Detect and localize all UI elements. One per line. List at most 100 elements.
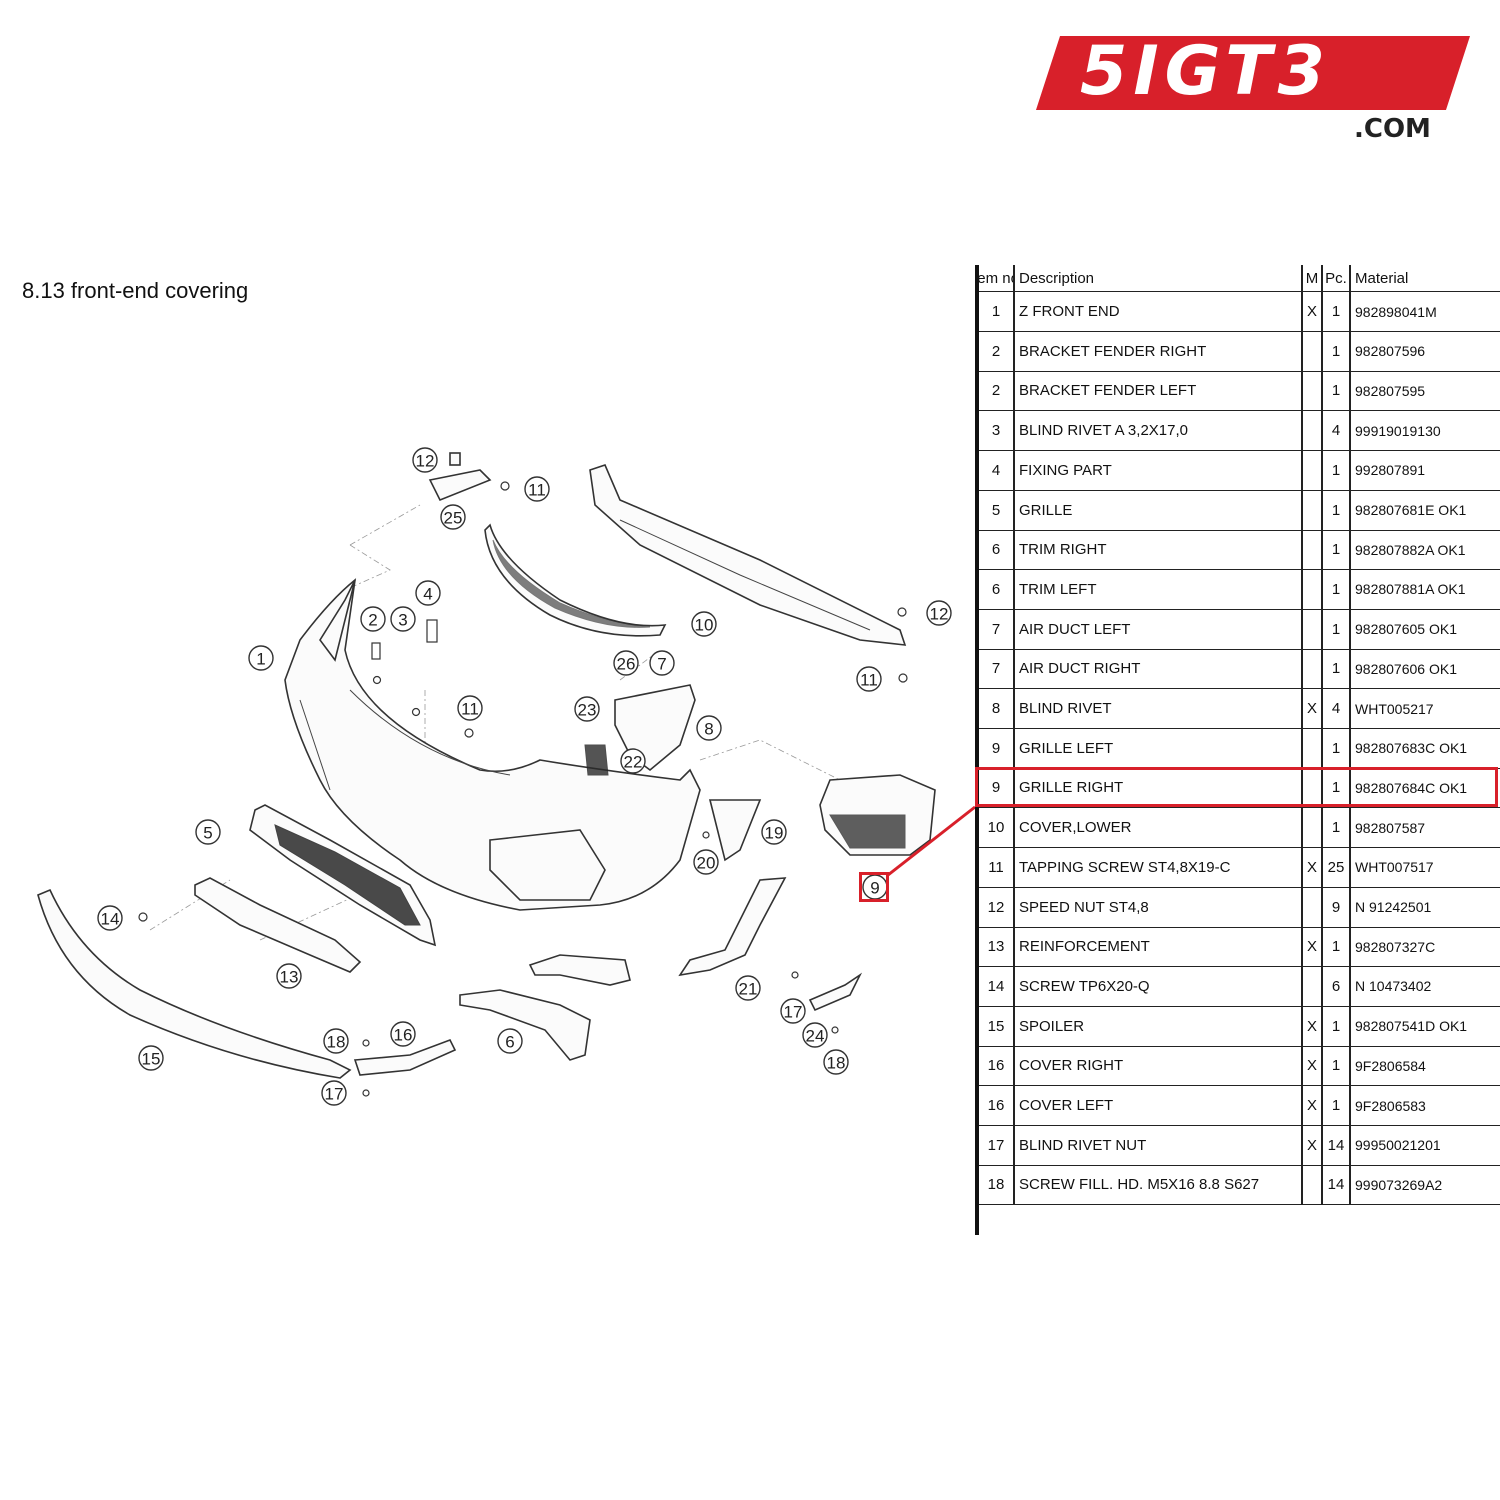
callout-circle: [97, 905, 123, 931]
cell-desc: COVER LEFT: [1019, 1097, 1114, 1114]
cell-desc: SPEED NUT ST4,8: [1019, 898, 1149, 916]
callout-4[interactable]: 4: [415, 580, 441, 606]
callout-19[interactable]: 19: [761, 819, 787, 845]
cell-no: 13: [987, 938, 1005, 956]
part-19-trim[interactable]: [708, 799, 762, 862]
callout-label: 2: [368, 611, 377, 630]
callout-20[interactable]: 20: [693, 849, 719, 875]
callout-2[interactable]: 2: [360, 606, 386, 632]
callout-circle: [248, 645, 274, 671]
callout-11[interactable]: 11: [457, 695, 483, 721]
part-13-reinforcement[interactable]: [194, 877, 362, 973]
part-air-duct-lower[interactable]: [528, 954, 631, 986]
callout-11[interactable]: 11: [524, 476, 550, 502]
cell-no: 9: [991, 739, 1001, 757]
cell-m: [1303, 888, 1321, 927]
part-15-spoiler[interactable]: [37, 888, 352, 1079]
callout-8[interactable]: 8: [696, 715, 722, 741]
callout-21[interactable]: 21: [735, 975, 761, 1001]
callout-18[interactable]: 18: [323, 1028, 349, 1054]
callout-11[interactable]: 11: [856, 666, 882, 692]
cell-pc: 9: [1331, 898, 1341, 916]
callout-17[interactable]: 17: [780, 998, 806, 1024]
callout-label: 10: [695, 616, 714, 635]
cell-pc: 1: [1331, 461, 1341, 479]
cell-desc: COVER,LOWER: [1019, 819, 1132, 837]
callout-7[interactable]: 7: [649, 650, 675, 676]
cell-material: 9F2806583: [1355, 1097, 1426, 1114]
callout-16[interactable]: 16: [390, 1021, 416, 1047]
cell-m: [1303, 649, 1321, 688]
cell-material: 982807681E OK1: [1355, 502, 1467, 518]
callout-14[interactable]: 14: [97, 905, 123, 931]
callout-6[interactable]: 6: [497, 1028, 523, 1054]
part-21-trim[interactable]: [678, 877, 787, 977]
callout-24[interactable]: 24: [802, 1022, 828, 1048]
cell-m: [1303, 491, 1321, 530]
part-16-cover[interactable]: [353, 1038, 457, 1076]
part-9-grille-right[interactable]: [819, 774, 936, 856]
callout-circle: [649, 650, 675, 676]
callout-label: 19: [765, 824, 784, 843]
callout-3[interactable]: 3: [390, 606, 416, 632]
callout-1[interactable]: 1: [248, 645, 274, 671]
part-22-small-grille[interactable]: [584, 744, 609, 776]
callout-5[interactable]: 5: [195, 819, 221, 845]
callout-circle: [574, 696, 600, 722]
part-26-upper-grille[interactable]: [484, 523, 667, 637]
callout-17[interactable]: 17: [321, 1080, 347, 1106]
cell-m: X: [1306, 303, 1317, 320]
callout-12[interactable]: 12: [926, 600, 952, 626]
callout-22[interactable]: 22: [620, 748, 646, 774]
callout-12[interactable]: 12: [412, 447, 438, 473]
cell-material: 982898041M: [1355, 303, 1437, 320]
cell-pc: 1: [1331, 779, 1341, 797]
callout-label: 25: [444, 509, 463, 528]
callout-23[interactable]: 23: [574, 696, 600, 722]
callout-13[interactable]: 13: [276, 963, 302, 989]
callout-25[interactable]: 25: [440, 504, 466, 530]
callout-26[interactable]: 26: [613, 650, 639, 676]
part-6-trim[interactable]: [459, 989, 591, 1061]
cell-m: [1303, 332, 1321, 371]
part-1-front-end[interactable]: [284, 578, 701, 911]
cell-material: 982807606 OK1: [1355, 660, 1457, 677]
part-5-grille[interactable]: [249, 804, 437, 947]
cell-desc: TRIM RIGHT: [1019, 541, 1107, 559]
part-24-cover[interactable]: [808, 972, 863, 1012]
callout-circle: [323, 1028, 349, 1054]
brand-logo[interactable]: 5IGT3 .COM: [1035, 30, 1480, 150]
callout-15[interactable]: 15: [138, 1045, 164, 1071]
cell-pc: 1: [1331, 739, 1341, 757]
callout-18[interactable]: 18: [823, 1049, 849, 1075]
highlighted-callout-frame[interactable]: [859, 872, 889, 902]
part-10-cover-lower[interactable]: [589, 464, 907, 646]
part-25-bracket[interactable]: [428, 452, 492, 502]
callout-10[interactable]: 10: [691, 611, 717, 637]
cell-m: [1303, 451, 1321, 490]
